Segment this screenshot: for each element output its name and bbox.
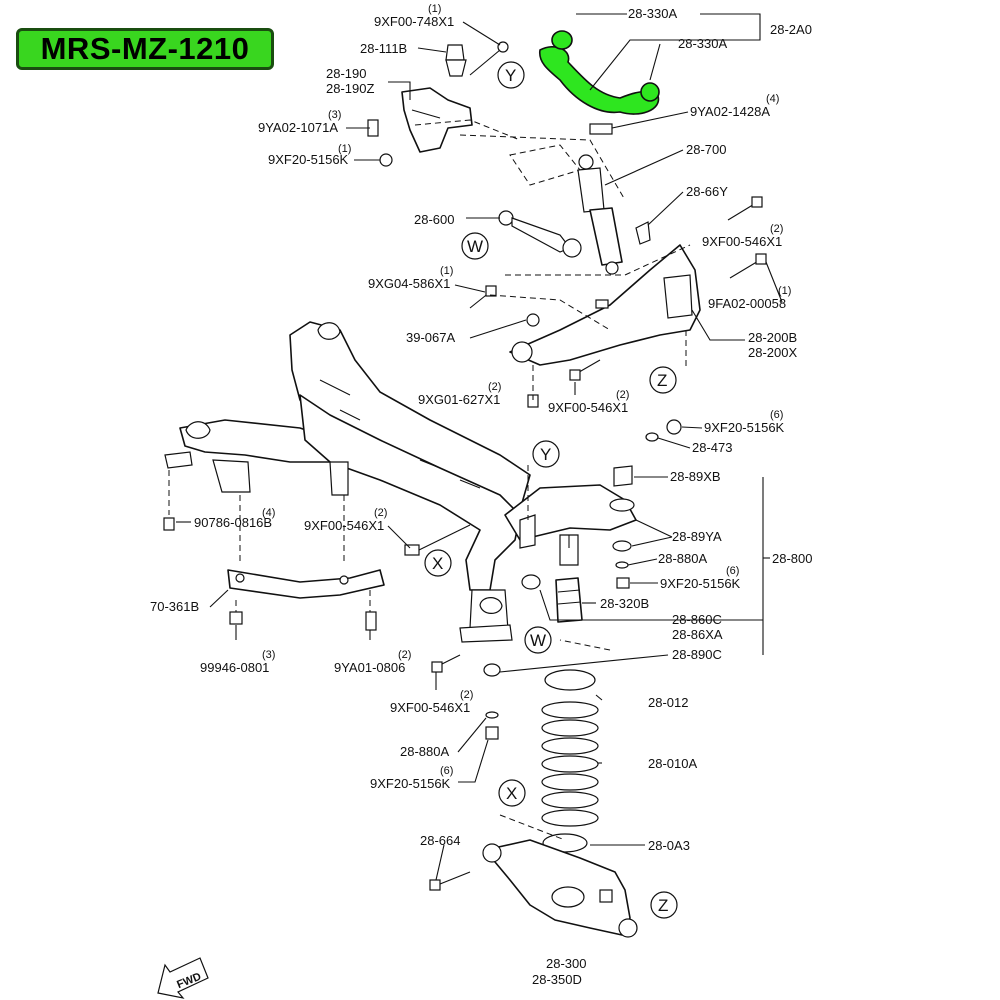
qty-90786-0816b: (4) — [262, 507, 275, 519]
callout-z-2 — [650, 891, 678, 919]
label-28-700: 28-700 — [686, 142, 726, 157]
label-28-330a-2: 28-330A — [678, 36, 727, 51]
lower-link-assembly — [504, 484, 637, 566]
qty-9xg01-627x1: (2) — [488, 381, 501, 393]
leader-lines — [176, 13, 783, 881]
qty-9xf20-5156k-c: (6) — [726, 565, 739, 577]
label-28-300: 28-300 — [546, 956, 586, 971]
qty-9xf00-546x1-d: (2) — [460, 689, 473, 701]
callout-y-2-text: Y — [540, 445, 551, 464]
qty-9xf20-5156k-b: (6) — [770, 409, 783, 421]
callout-z-1 — [649, 366, 677, 394]
label-28-600: 28-600 — [414, 212, 454, 227]
label-28-880a-b: 28-880A — [400, 744, 449, 759]
label-9xf00-546x1-b: 9XF00-546X1 — [548, 400, 628, 415]
qty-9ya02-1428a: (4) — [766, 93, 779, 105]
callout-y-1-text: Y — [505, 66, 516, 85]
upper-bracket — [401, 87, 473, 153]
callout-y-2 — [532, 440, 560, 468]
long-bolt — [469, 49, 501, 76]
rear-subframe — [164, 321, 531, 643]
label-28-86xa: 28-86XA — [672, 627, 723, 642]
label-9xf00-748x1: 9XF00-748X1 — [374, 14, 454, 29]
qty-9xf00-546x1-b: (2) — [616, 389, 629, 401]
callout-x-2-text: X — [506, 784, 517, 803]
qty-9fa02-00058: (1) — [778, 285, 791, 297]
lateral-link — [498, 210, 582, 258]
callout-z-1-text: Z — [657, 371, 667, 390]
label-28-200x: 28-200X — [748, 345, 797, 360]
coil-spring — [541, 669, 599, 827]
label-28-66y: 28-66Y — [686, 184, 728, 199]
part-labels: (1) 9XF00-748X1 28-111B 28-190 28-190Z (… — [150, 3, 812, 987]
label-28-664: 28-664 — [420, 833, 460, 848]
label-28-330a-1: 28-330A — [628, 6, 677, 21]
label-28-890c: 28-890C — [672, 647, 722, 662]
qty-9xf20-5156k-d: (6) — [440, 765, 453, 777]
label-28-880a-a: 28-880A — [658, 551, 707, 566]
qty-9xg04-586x1: (1) — [440, 265, 453, 277]
qty-9xf00-546x1-a: (2) — [770, 223, 783, 235]
qty-99946-0801: (3) — [262, 649, 275, 661]
callout-x-2 — [498, 779, 526, 807]
label-28-0a3: 28-0A3 — [648, 838, 690, 853]
label-28-860c: 28-860C — [672, 612, 722, 627]
trailing-arm-bracket — [509, 244, 701, 366]
callout-w-1-text: W — [467, 237, 483, 256]
label-9xf20-5156k-d: 9XF20-5156K — [370, 776, 451, 791]
label-28-320b: 28-320B — [600, 596, 649, 611]
label-28-89xb: 28-89XB — [670, 469, 721, 484]
qty-9xf20-5156k-a: (1) — [338, 143, 351, 155]
label-39-067a: 39-067A — [406, 330, 455, 345]
label-28-2a0: 28-2A0 — [770, 22, 812, 37]
label-28-190z: 28-190Z — [326, 81, 374, 96]
label-9xf20-5156k-b: 9XF20-5156K — [704, 420, 785, 435]
label-28-010a: 28-010A — [648, 756, 697, 771]
label-28-800: 28-800 — [772, 551, 812, 566]
label-9xf00-546x1-c: 9XF00-546X1 — [304, 518, 384, 533]
label-9ya02-1071a: 9YA02-1071A — [258, 120, 338, 135]
upper-control-arm-highlighted — [538, 30, 660, 115]
callout-x-1 — [424, 549, 452, 577]
label-9xg01-627x1: 9XG01-627X1 — [418, 392, 500, 407]
callout-circles: Y W Z Y X W X Z — [424, 61, 678, 919]
qty-9ya02-1071a: (3) — [328, 109, 341, 121]
label-9xf20-5156k-a: 9XF20-5156K — [268, 152, 349, 167]
label-28-473: 28-473 — [692, 440, 732, 455]
subframe-bolts — [163, 470, 471, 631]
label-9xf00-546x1-d: 9XF00-546X1 — [390, 700, 470, 715]
label-9xf00-546x1-a: 9XF00-546X1 — [702, 234, 782, 249]
label-28-190: 28-190 — [326, 66, 366, 81]
label-28-350d: 28-350D — [532, 972, 582, 987]
qty-9xf00-748x1: (1) — [428, 3, 441, 15]
label-28-200b: 28-200B — [748, 330, 797, 345]
part-number-badge: MRS-MZ-1210 — [16, 28, 274, 70]
bump-stop-upper — [445, 44, 467, 77]
label-9ya01-0806: 9YA01-0806 — [334, 660, 405, 675]
callout-w-2 — [524, 626, 552, 654]
callout-w-2-text: W — [530, 631, 546, 650]
label-99946-0801: 99946-0801 — [200, 660, 269, 675]
label-28-111b: 28-111B — [360, 41, 407, 56]
label-9xg04-586x1: 9XG04-586X1 — [368, 276, 450, 291]
callout-z-2-text: Z — [658, 896, 668, 915]
label-90786-0816b: 90786-0816B — [194, 515, 272, 530]
shock-absorber — [577, 154, 623, 275]
qty-9ya01-0806: (2) — [398, 649, 411, 661]
label-9fa02-00058: 9FA02-00058 — [708, 296, 786, 311]
reinforcement-bar — [227, 569, 385, 599]
label-70-361b: 70-361B — [150, 599, 199, 614]
label-9xf20-5156k-c: 9XF20-5156K — [660, 576, 741, 591]
callout-x-1-text: X — [432, 554, 443, 573]
callout-w-1 — [461, 232, 489, 260]
lower-control-arm — [482, 839, 638, 938]
callout-y-1 — [497, 61, 525, 89]
part-number-text: MRS-MZ-1210 — [40, 31, 250, 66]
label-28-89ya: 28-89YA — [672, 529, 722, 544]
forward-arrow-icon: FWD — [157, 957, 209, 999]
label-28-012: 28-012 — [648, 695, 688, 710]
label-9ya02-1428a: 9YA02-1428A — [690, 104, 770, 119]
qty-9xf00-546x1-c: (2) — [374, 507, 387, 519]
